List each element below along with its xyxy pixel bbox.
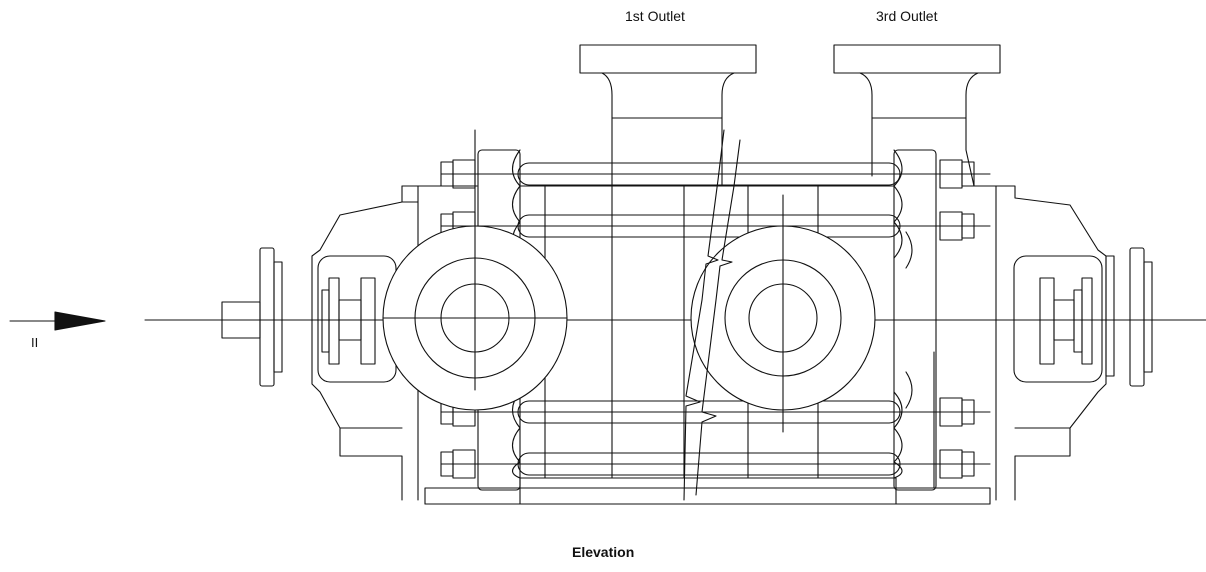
suction-casing-circle: [383, 130, 567, 410]
first-outlet-label: 1st Outlet: [625, 8, 685, 24]
right-shaft-coupling: [1014, 248, 1152, 386]
left-shaft-coupling: [222, 248, 396, 386]
tie-rod-nuts-right: [940, 160, 974, 478]
view-arrow: [10, 311, 106, 331]
view-marker-label: II: [31, 335, 39, 350]
third-outlet-nozzle: [834, 45, 1000, 186]
discharge-casing-circle: [691, 195, 875, 432]
tie-rods: [441, 163, 990, 475]
elevation-caption: Elevation: [572, 544, 635, 560]
third-outlet-label: 3rd Outlet: [876, 8, 938, 24]
right-bearing-housing: [980, 186, 1106, 500]
first-outlet-nozzle: [580, 45, 756, 186]
break-lines: [684, 130, 740, 500]
base-plate: [425, 478, 990, 504]
